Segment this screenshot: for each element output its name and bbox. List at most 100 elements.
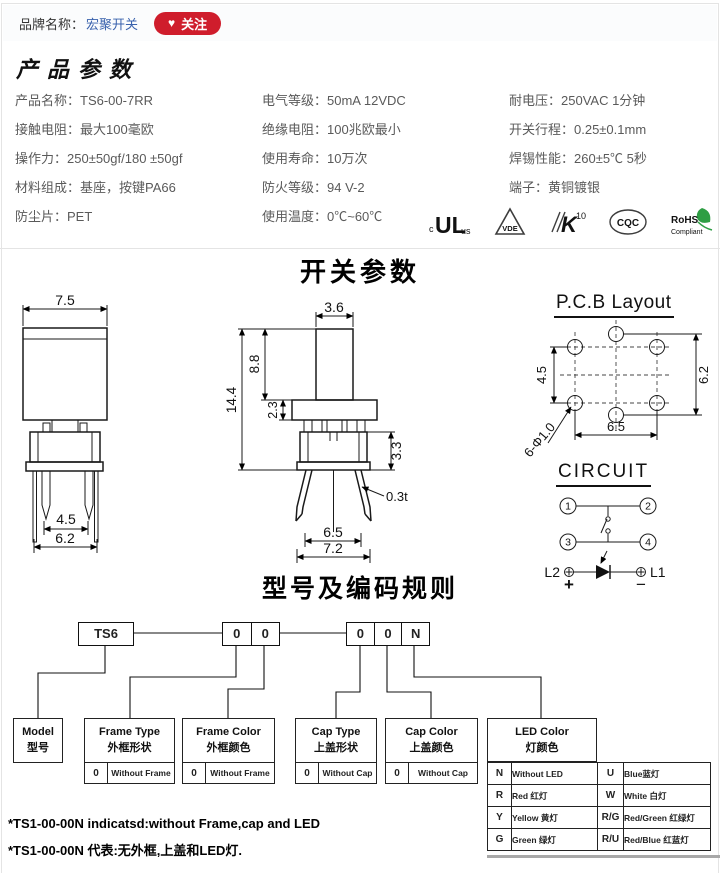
table-row: N Without LED U Blue蓝灯 bbox=[487, 762, 711, 785]
model-label-en: Model bbox=[22, 726, 54, 738]
spec-item: 材料组成：基座，按键PA66 bbox=[15, 180, 176, 195]
cap-type-label-en: Cap Type bbox=[311, 726, 361, 738]
dim-side-pin-inner: 6.5 bbox=[323, 524, 343, 540]
divider-bar bbox=[487, 855, 720, 858]
rohs-icon: RoHS Compliant bbox=[671, 208, 713, 236]
spec-item: 焊锡性能：260±5℃ 5秒 bbox=[509, 151, 647, 166]
led-option-code: R/G bbox=[597, 806, 624, 829]
spec-item: 电气等级：50mA 12VDC bbox=[262, 93, 406, 108]
switch-params-title: 开关参数 bbox=[299, 257, 420, 287]
coding-rules-title: 型号及编码规则 bbox=[261, 575, 458, 603]
pcb-layout-drawing: 6.2 4.5 6.5 6-Φ1.0 bbox=[521, 320, 711, 460]
frame-color-code: 0 bbox=[250, 623, 280, 645]
led-option-value: Red/Green 红绿灯 bbox=[623, 806, 711, 829]
ul-icon: c UL us bbox=[429, 212, 471, 238]
k-main-label: K bbox=[561, 212, 579, 237]
dim-side-stem: 3.6 bbox=[324, 299, 344, 315]
circuit-title: CIRCUIT bbox=[556, 461, 652, 487]
spec-column-2: 电气等级：50mA 12VDC 绝缘电阻：100兆欧最小 使用寿命：10万次 防… bbox=[262, 86, 406, 231]
brand-bar: 品牌名称： 宏聚开关 ♥ 关注 bbox=[3, 5, 717, 41]
model-code-box: TS6 bbox=[78, 622, 134, 646]
dim-side-pin-outer: 7.2 bbox=[323, 540, 343, 556]
vde-icon: VDE bbox=[494, 207, 526, 235]
table-row: G Green 绿灯 R/U Red/Blue 红蓝灯 bbox=[487, 828, 711, 851]
led-option-value: Red/Blue 红蓝灯 bbox=[623, 828, 711, 851]
pcb-layout-title: P.C.B Layout bbox=[554, 292, 674, 318]
cap-color-option-code: 0 bbox=[386, 763, 409, 783]
follow-button-label: 关注 bbox=[181, 16, 208, 32]
spec-item: 防尘片：PET bbox=[15, 209, 93, 224]
follow-button[interactable]: ♥ 关注 bbox=[154, 11, 222, 35]
dim-pcb-bottom: 6.5 bbox=[607, 419, 625, 434]
rohs-label-2: Compliant bbox=[671, 229, 703, 236]
led-option-code: R bbox=[487, 784, 512, 807]
led-color-label-zh: 灯颜色 bbox=[525, 741, 559, 754]
frame-type-code: 0 bbox=[233, 626, 241, 641]
spec-item: 防火等级：94 V-2 bbox=[262, 180, 365, 195]
cap-color-box: Cap Color 上盖颜色 0 Without Cap bbox=[385, 718, 478, 784]
spec-item: 端子：黄铜镀银 bbox=[509, 180, 601, 195]
cap-color-code: 0 bbox=[373, 623, 402, 645]
cap-type-option-value: Without Cap bbox=[322, 768, 373, 778]
spec-column-3: 耐电压：250VAC 1分钟 开关行程：0.25±0.1mm 焊锡性能：260±… bbox=[509, 86, 647, 202]
model-code: TS6 bbox=[94, 626, 118, 641]
ul-us-label: us bbox=[461, 226, 471, 236]
spec-column-1: 产品名称：TS6-00-7RR 接触电阻：最大100毫欧 操作力：250±50g… bbox=[15, 86, 182, 231]
frame-color-option-value: Without Frame bbox=[210, 768, 270, 778]
footnote-en: *TS1-00-00N indicatsd:without Frame,cap … bbox=[8, 816, 321, 831]
cap-type-option-code: 0 bbox=[296, 763, 319, 783]
circuit-pin-1: 1 bbox=[565, 501, 571, 513]
led-option-value: White 白灯 bbox=[623, 784, 711, 807]
ul-main-label: UL bbox=[435, 212, 466, 238]
dim-front-pin-outer: 6.2 bbox=[55, 530, 75, 546]
cap-type-code: 0 bbox=[356, 626, 364, 641]
spec-item: 绝缘电阻：100兆欧最小 bbox=[262, 122, 401, 137]
circuit-led-right: L1 bbox=[650, 564, 666, 580]
led-color-box: LED Color 灯颜色 bbox=[487, 718, 597, 762]
cqc-label: CQC bbox=[617, 218, 639, 229]
frame-color-label-en: Frame Color bbox=[196, 726, 261, 738]
dim-side-thickness: 0.3t bbox=[386, 489, 408, 504]
frame-color-label-zh: 外框颜色 bbox=[206, 742, 251, 754]
frame-code-box: 0 0 bbox=[222, 622, 280, 646]
model-label-zh: 型号 bbox=[27, 742, 49, 754]
dim-pcb-holes: 6-Φ1.0 bbox=[521, 420, 558, 460]
dim-front-pin-inner: 4.5 bbox=[56, 511, 76, 527]
led-option-code: R/U bbox=[597, 828, 624, 851]
table-row: R Red 红灯 W White 白灯 bbox=[487, 784, 711, 807]
circuit-led-left: L2 bbox=[544, 564, 560, 580]
dim-side-total: 14.4 bbox=[224, 386, 239, 413]
brand-name-link[interactable]: 宏聚开关 bbox=[86, 16, 139, 32]
led-option-code: N bbox=[487, 762, 512, 785]
cap-color-label-en: Cap Color bbox=[405, 726, 458, 738]
cap-type-box: Cap Type 上盖形状 0 Without Cap bbox=[295, 718, 377, 784]
side-view-drawing: 3.6 8.8 2.3 14.4 3.3 0.3t bbox=[224, 299, 408, 563]
coding-connectors bbox=[37, 632, 542, 718]
circuit-pin-4: 4 bbox=[645, 537, 651, 549]
led-option-value: Without LED bbox=[511, 762, 598, 785]
section-divider bbox=[0, 248, 720, 249]
led-option-value: Red 红灯 bbox=[511, 784, 598, 807]
led-color-label-en: LED Color bbox=[515, 725, 569, 738]
cap-led-code-box: 0 0 N bbox=[346, 622, 430, 646]
k-icon: K 10 bbox=[551, 211, 586, 237]
ul-c-label: c bbox=[429, 224, 434, 234]
frame-type-label-zh: 外框形状 bbox=[107, 742, 152, 754]
led-color-table: N Without LED U Blue蓝灯 R Red 红灯 W White … bbox=[487, 762, 711, 851]
dim-pcb-row: 4.5 bbox=[534, 366, 549, 384]
spec-item: 操作力：250±50gf/180 ±50gf bbox=[15, 151, 183, 166]
certification-logos: c UL us VDE K 10 CQC RoHS Compliant bbox=[428, 202, 716, 242]
circuit-plus: + bbox=[564, 575, 574, 594]
led-option-value: Green 绿灯 bbox=[511, 828, 598, 851]
dim-side-upper: 8.8 bbox=[247, 355, 262, 374]
k-sub-label: 10 bbox=[576, 211, 586, 221]
circuit-pin-3: 3 bbox=[565, 537, 571, 549]
model-legend-box: Model 型号 bbox=[13, 718, 63, 763]
spec-item: 使用寿命：10万次 bbox=[262, 151, 368, 166]
circuit-pin-2: 2 bbox=[645, 501, 651, 513]
spec-item: 使用温度：0℃~60℃ bbox=[262, 209, 383, 224]
cap-type-label-zh: 上盖形状 bbox=[314, 742, 358, 754]
frame-type-option-code: 0 bbox=[85, 763, 108, 783]
frame-type-box: Frame Type 外框形状 0 Without Frame bbox=[84, 718, 175, 784]
